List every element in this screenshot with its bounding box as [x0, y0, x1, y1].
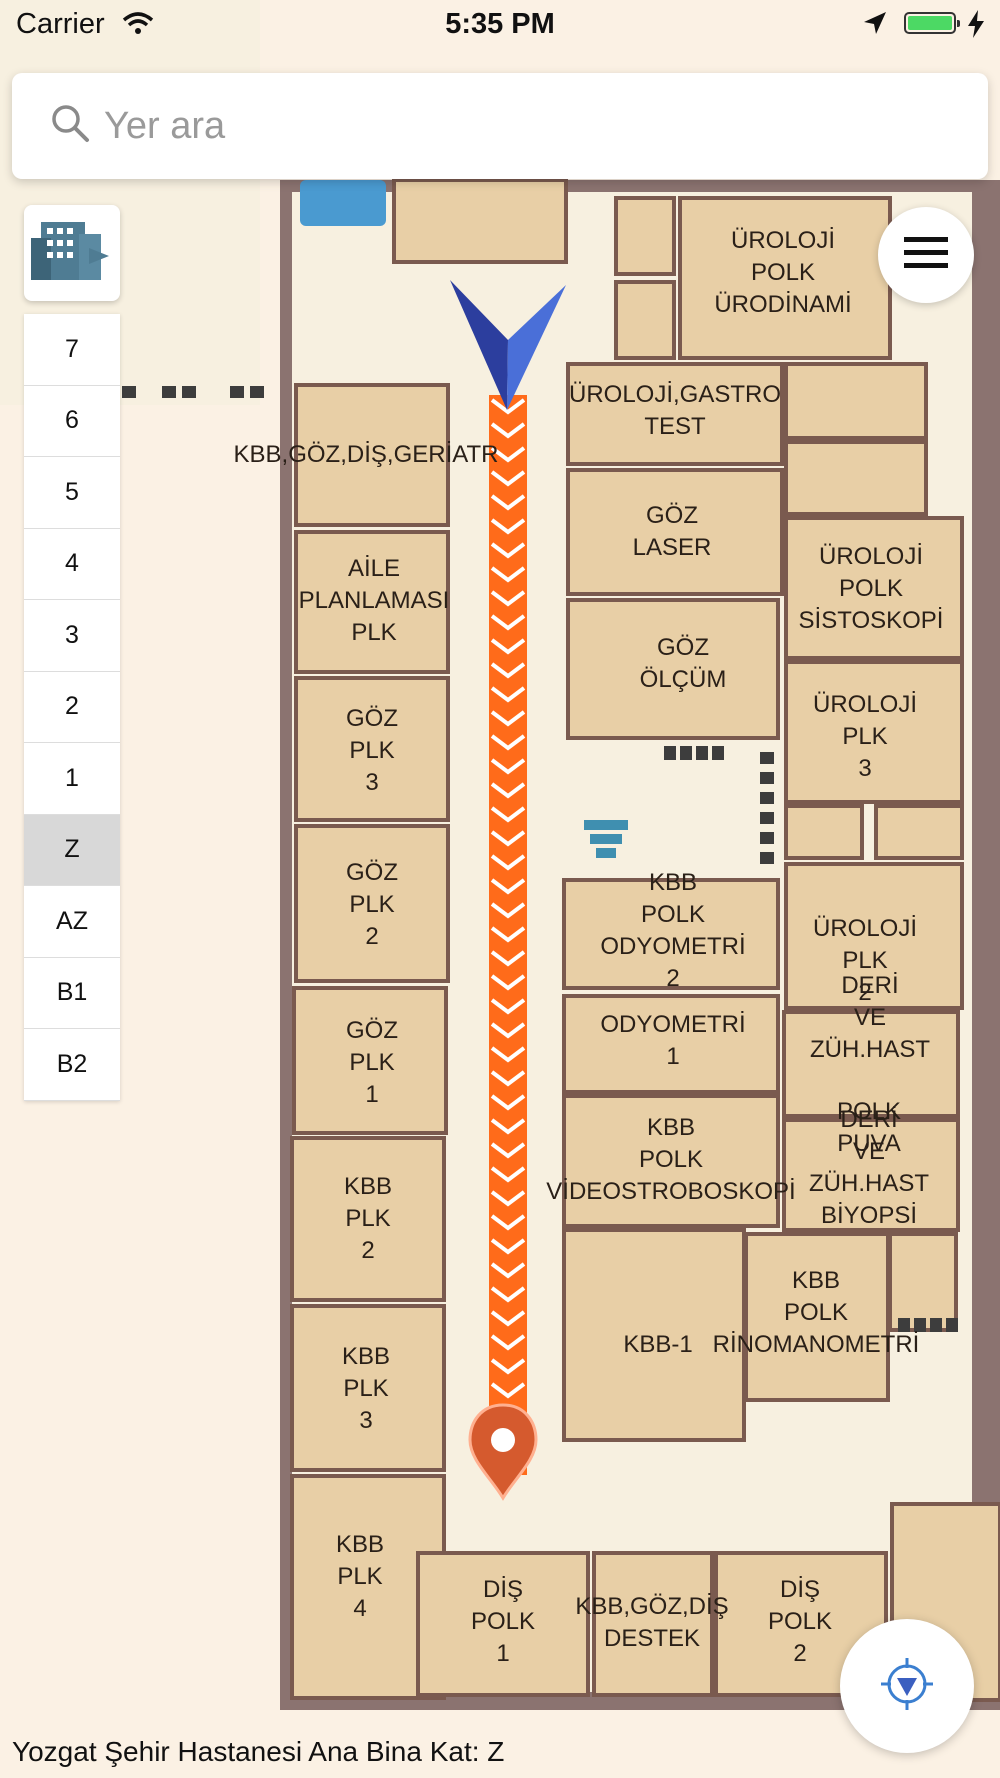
status-time: 5:35 PM	[445, 8, 555, 40]
floor-option-4[interactable]: 4	[24, 528, 120, 600]
search-input[interactable]	[102, 95, 966, 157]
floor-option-z[interactable]: Z	[24, 814, 120, 886]
hamburger-menu-icon	[904, 236, 948, 274]
recenter-location-button[interactable]	[840, 1619, 974, 1753]
location-crosshair-icon	[879, 1656, 935, 1717]
room-label-kbb1[interactable]: KBB-1	[623, 1331, 692, 1358]
carrier-label: Carrier	[16, 8, 105, 40]
building-floor-caption: Yozgat Şehir Hastanesi Ana Bina Kat: Z	[12, 1736, 505, 1767]
floor-option-3[interactable]: 3	[24, 600, 120, 672]
floor-option-b2[interactable]: B2	[24, 1029, 120, 1101]
battery-icon	[904, 12, 960, 34]
user-location-arrow	[450, 280, 566, 410]
location-arrow-icon	[862, 10, 888, 44]
floor-option-6[interactable]: 6	[24, 385, 120, 457]
building-select-button[interactable]	[24, 205, 120, 301]
floor-option-b1[interactable]: B1	[24, 957, 120, 1029]
navigation-route	[489, 395, 527, 1475]
floor-option-az[interactable]: AZ	[24, 886, 120, 958]
status-bar: Carrier 5:35 PM	[0, 0, 1000, 50]
charging-bolt-icon	[968, 10, 984, 46]
menu-button[interactable]	[878, 207, 974, 303]
floor-option-7[interactable]: 7	[24, 314, 120, 386]
search-bar[interactable]	[12, 73, 988, 179]
floor-option-1[interactable]: 1	[24, 743, 120, 815]
search-icon	[50, 103, 90, 148]
room-label-kbbGoz[interactable]: KBB,GÖZ,DİŞ,GERİATR	[234, 441, 499, 468]
floor-option-5[interactable]: 5	[24, 457, 120, 529]
floor-option-2[interactable]: 2	[24, 671, 120, 743]
wifi-icon	[122, 10, 154, 43]
destination-pin-icon	[468, 1403, 538, 1501]
building-icon	[29, 216, 115, 291]
